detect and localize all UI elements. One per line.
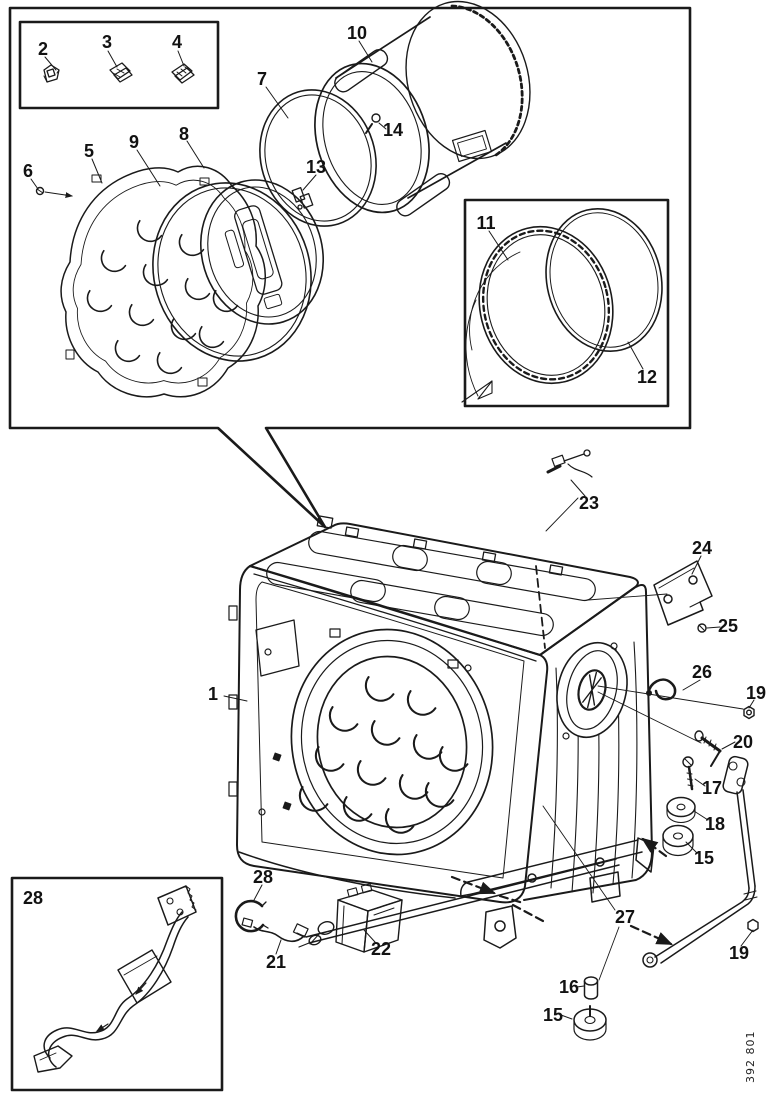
part-28-harness-drawing	[33, 885, 197, 1073]
part-25-screw-drawing	[697, 623, 707, 633]
callout-19-lower: 19	[728, 943, 750, 963]
callout-3: 3	[101, 32, 113, 52]
base-frame-drawing	[238, 837, 655, 949]
part-19-nut-drawing	[743, 705, 755, 720]
door-hole-pattern	[296, 670, 470, 838]
callout-28-main: 28	[252, 867, 274, 887]
part-20-bolt-drawing	[694, 730, 722, 767]
callout-20: 20	[732, 732, 754, 752]
callout-22: 22	[370, 939, 392, 959]
callout-5: 5	[83, 141, 95, 161]
part-6-screw-drawing	[35, 186, 73, 199]
part-14-screw-drawing	[365, 113, 381, 134]
callout-15-lower: 15	[542, 1005, 564, 1025]
callout-2: 2	[37, 39, 49, 59]
callout-19-upper: 19	[745, 683, 767, 703]
callout-6: 6	[22, 161, 34, 181]
callout-25: 25	[717, 616, 739, 636]
suspension-strut-drawing	[642, 755, 759, 968]
part-4-clip-drawing	[171, 63, 195, 84]
callout-9: 9	[128, 132, 140, 152]
callout-15-upper: 15	[693, 848, 715, 868]
part-28-clamp-ring-drawing	[234, 899, 269, 933]
callout-11: 11	[476, 213, 496, 233]
detail-box-fasteners	[18, 20, 220, 110]
callout-1: 1	[207, 684, 219, 704]
callout-27: 27	[614, 907, 636, 927]
callout-23: 23	[578, 493, 600, 513]
detail-box-harness	[10, 876, 224, 1092]
callout-8: 8	[178, 124, 190, 144]
callout-17: 17	[701, 778, 723, 798]
detail-box-door-assembly	[8, 6, 692, 529]
position-indicator-dashes	[450, 837, 674, 946]
callout-7: 7	[256, 69, 268, 89]
bearing-hub-drawing	[556, 641, 628, 739]
callout-26: 26	[691, 662, 713, 682]
figure-number: 392 801	[744, 1030, 757, 1084]
part-18-washer-drawing	[666, 796, 696, 823]
part-9-seal-ring-drawing	[152, 182, 312, 362]
part-17-bolt-drawing	[682, 756, 694, 791]
part-7-clamp-ring-drawing	[259, 89, 377, 227]
orientation-flag-icon	[461, 380, 493, 403]
callout-frame-boxes	[8, 6, 692, 1092]
callout-28-inset: 28	[22, 888, 44, 908]
part-16-sleeve-drawing	[583, 976, 599, 1000]
part-22-pump-drawing	[308, 883, 403, 953]
part-23-sensor-lead-drawing	[546, 449, 593, 478]
part-13-clamp-lock-drawing	[291, 187, 314, 210]
part-15-damper-cup-drawing	[662, 824, 694, 857]
part-10-drum-drawing	[314, 0, 531, 217]
callout-12: 12	[636, 367, 658, 387]
detail-box-rings	[463, 198, 670, 408]
callout-21: 21	[265, 952, 287, 972]
callout-14: 14	[382, 120, 404, 140]
callout-4: 4	[171, 32, 183, 52]
leader-lines	[30, 40, 755, 1020]
part-12-ring-drawing	[465, 207, 663, 397]
callout-13: 13	[305, 157, 327, 177]
part-11-toothed-band-drawing	[478, 225, 614, 385]
callout-16: 16	[558, 977, 580, 997]
part-2-nut-drawing	[43, 64, 60, 83]
part-8-door-drawing	[199, 179, 325, 325]
callout-24: 24	[691, 538, 713, 558]
callout-18: 18	[704, 814, 726, 834]
part-21-cable-drawing	[241, 917, 309, 943]
part-15-damper-cup-lower-drawing	[573, 1005, 607, 1041]
part-1-tub-assembly-drawing	[228, 515, 655, 949]
callout-10: 10	[346, 23, 368, 43]
door-opening-drawing	[290, 628, 494, 856]
part-3-clip-drawing	[109, 62, 133, 83]
part-24-bracket-drawing	[653, 560, 713, 626]
part-5-front-panel-drawing	[60, 165, 266, 398]
